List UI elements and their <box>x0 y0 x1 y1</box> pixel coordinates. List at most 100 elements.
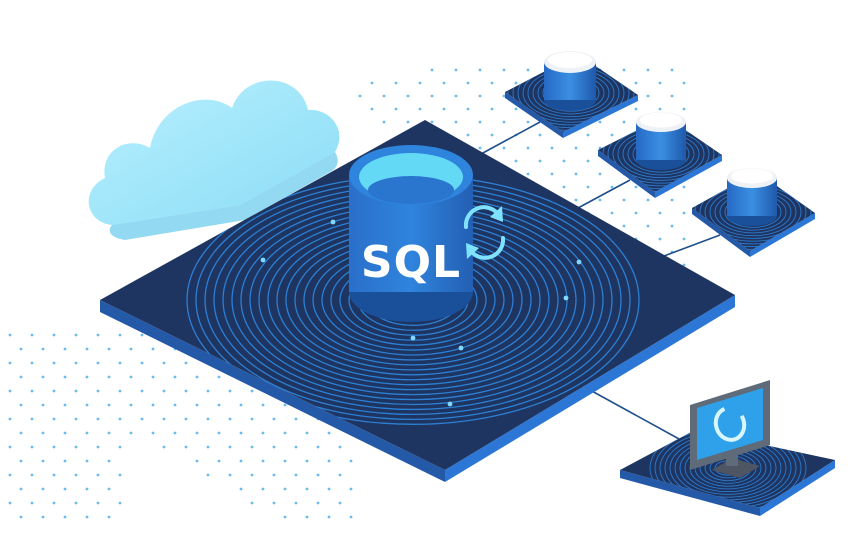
dot <box>682 107 686 111</box>
dot <box>442 107 446 111</box>
dot <box>682 185 686 189</box>
dot <box>30 445 34 449</box>
dot <box>670 224 674 228</box>
database-node-3 <box>692 168 815 257</box>
dot <box>646 68 650 72</box>
dot <box>74 361 78 365</box>
dot <box>206 389 210 393</box>
dot <box>8 361 12 365</box>
dot <box>173 431 177 435</box>
dot <box>52 473 56 477</box>
ring-markers <box>260 219 582 407</box>
dot <box>217 431 221 435</box>
dot <box>8 473 12 477</box>
dot <box>74 417 78 421</box>
dot <box>107 515 111 519</box>
dot <box>19 515 23 519</box>
dot <box>562 185 566 189</box>
dot <box>184 417 188 421</box>
dot <box>173 403 177 407</box>
dot <box>63 487 67 491</box>
ring-marker <box>576 259 582 265</box>
dot <box>228 445 232 449</box>
database-icon <box>727 168 777 226</box>
dot <box>622 198 626 202</box>
dot <box>526 146 530 150</box>
dot <box>261 403 265 407</box>
dot <box>370 81 374 85</box>
dot <box>85 431 89 435</box>
dot <box>294 473 298 477</box>
dot <box>526 172 530 176</box>
dot <box>466 107 470 111</box>
dot <box>526 120 530 124</box>
dot <box>74 445 78 449</box>
dot <box>228 389 232 393</box>
dot <box>670 198 674 202</box>
dot <box>41 515 45 519</box>
dot <box>85 459 89 463</box>
dot <box>283 487 287 491</box>
ring-marker <box>447 401 453 407</box>
dot <box>261 431 265 435</box>
dot <box>658 81 662 85</box>
dot <box>622 68 626 72</box>
dot <box>283 403 287 407</box>
ring-marker <box>260 257 266 263</box>
dot <box>316 445 320 449</box>
dot <box>96 501 100 505</box>
dot <box>490 107 494 111</box>
dot <box>394 107 398 111</box>
dot <box>52 333 56 337</box>
dot <box>305 487 309 491</box>
ring-marker <box>330 219 336 225</box>
dot <box>586 159 590 163</box>
dot <box>85 347 89 351</box>
dot <box>107 403 111 407</box>
dot <box>382 94 386 98</box>
dot <box>96 417 100 421</box>
dot <box>107 347 111 351</box>
sql-label: SQL <box>361 237 461 288</box>
dot <box>140 389 144 393</box>
cloud-icon <box>88 80 340 240</box>
client-workstation-node <box>620 380 835 516</box>
dot <box>239 403 243 407</box>
dot <box>173 375 177 379</box>
dot <box>294 417 298 421</box>
dot <box>502 94 506 98</box>
dot <box>430 120 434 124</box>
dot <box>19 403 23 407</box>
dot <box>478 94 482 98</box>
dot <box>305 515 309 519</box>
dot <box>118 333 122 337</box>
dot <box>634 211 638 215</box>
dot <box>478 68 482 72</box>
dot <box>140 333 144 337</box>
dot <box>610 133 614 137</box>
dot <box>129 375 133 379</box>
dot <box>74 389 78 393</box>
dot <box>634 81 638 85</box>
dot <box>574 146 578 150</box>
dot <box>454 120 458 124</box>
dot <box>63 459 67 463</box>
dot <box>634 185 638 189</box>
dot <box>184 445 188 449</box>
dot <box>418 81 422 85</box>
dot <box>85 515 89 519</box>
dot <box>30 417 34 421</box>
dot <box>195 431 199 435</box>
dot <box>394 81 398 85</box>
dot <box>118 417 122 421</box>
dot <box>162 417 166 421</box>
dot <box>118 361 122 365</box>
dot <box>466 81 470 85</box>
dot <box>646 94 650 98</box>
dot <box>586 133 590 137</box>
dot <box>349 487 353 491</box>
dot <box>550 146 554 150</box>
dot <box>74 333 78 337</box>
dot <box>151 375 155 379</box>
dot <box>118 501 122 505</box>
